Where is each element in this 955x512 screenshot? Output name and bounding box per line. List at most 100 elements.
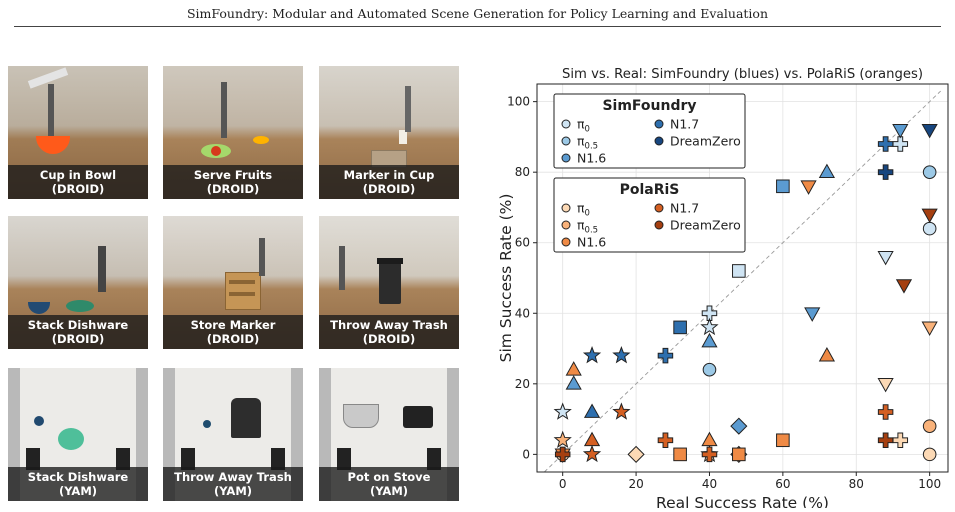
task-platform: (YAM): [58, 484, 98, 498]
data-point-triangle-down: [895, 279, 913, 294]
data-point-triangle-up: [565, 361, 582, 376]
task-caption: Store Marker(DROID): [163, 315, 303, 349]
plot-frame: [536, 83, 949, 473]
task-caption: Stack Dishware(DROID): [8, 315, 148, 349]
data-point-square: [673, 320, 687, 335]
task-tile-droid-trash: Throw Away Trash(DROID): [319, 216, 459, 349]
data-point-triangle-down: [921, 123, 938, 139]
data-point-plus: [701, 305, 718, 322]
task-name: Stack Dishware: [27, 318, 129, 332]
data-point-square: [732, 264, 746, 278]
legend-marker: [561, 203, 571, 213]
header-rule: [14, 26, 941, 27]
legend-marker: [561, 136, 571, 146]
task-caption: Cup in Bowl(DROID): [8, 165, 148, 199]
legend-label: DreamZero: [670, 134, 741, 149]
data-point-plus: [701, 446, 718, 463]
legend-label: N1.6: [577, 151, 606, 166]
task-tile-droid-store-marker: Store Marker(DROID): [163, 216, 303, 349]
y-tick-label: 20: [515, 377, 530, 391]
paper-title: SimFoundry: Modular and Automated Scene …: [186, 6, 769, 21]
data-point-plus: [877, 432, 894, 448]
task-caption: Throw Away Trash(DROID): [319, 315, 459, 349]
sim-vs-real-chart: Sim vs. Real: SimFoundry (blues) vs. Pol…: [495, 62, 950, 508]
task-platform: (DROID): [206, 332, 260, 346]
task-tile-droid-dishware: Stack Dishware(DROID): [8, 216, 148, 349]
data-point-circle: [922, 221, 937, 236]
legend-label: DreamZero: [670, 218, 741, 233]
task-platform: (DROID): [206, 182, 260, 196]
data-point-triangle-up: [701, 332, 718, 348]
data-point-square: [673, 447, 687, 462]
legend-box: [553, 177, 746, 253]
legend-label: N1.7: [670, 117, 699, 132]
data-point-star: [700, 317, 719, 336]
data-point-star: [582, 345, 602, 364]
legend-marker: [561, 153, 571, 163]
legend-marker: [654, 203, 664, 213]
data-point-triangle-down: [804, 307, 821, 322]
task-tile-droid-cup-bowl: Cup in Bowl(DROID): [8, 66, 148, 199]
x-tick-label: 100: [918, 477, 941, 491]
task-tile-yam-dishware: Stack Dishware(YAM): [8, 368, 148, 501]
data-point-triangle-down: [892, 123, 909, 139]
task-platform: (DROID): [51, 182, 105, 196]
x-tick-label: 80: [849, 477, 864, 491]
data-point-square: [776, 179, 790, 194]
x-tick-label: 40: [702, 477, 717, 491]
task-name: Cup in Bowl: [39, 168, 117, 182]
legend-label: N1.6: [577, 235, 606, 250]
data-point-circle: [702, 362, 717, 377]
task-caption: Stack Dishware(YAM): [8, 467, 148, 501]
legend-marker: [654, 136, 664, 146]
task-caption: Marker in Cup(DROID): [319, 165, 459, 199]
data-point-triangle-up: [818, 163, 836, 179]
data-point-triangle-down: [921, 208, 938, 224]
data-point-circle: [922, 447, 937, 462]
y-axis-label: Sim Success Rate (%): [497, 194, 515, 363]
data-point-plus: [657, 347, 674, 364]
legend-marker: [654, 220, 664, 230]
y-tick-label: 60: [515, 236, 530, 250]
task-name: Stack Dishware: [27, 470, 129, 484]
paper-header: SimFoundry: Modular and Automated Scene …: [0, 0, 955, 30]
data-point-diamond: [730, 417, 748, 435]
data-point-plus: [877, 136, 894, 152]
y-tick-label: 0: [522, 447, 530, 461]
task-tile-droid-marker-cup: Marker in Cup(DROID): [319, 66, 459, 199]
legend-title: SimFoundry: [602, 98, 696, 114]
x-axis-label: Real Success Rate (%): [656, 494, 829, 508]
data-point-triangle-down: [921, 321, 938, 336]
legend-title: PolaRiS: [620, 182, 680, 198]
data-point-triangle-up: [701, 431, 718, 447]
data-point-triangle-down: [877, 377, 894, 393]
task-platform: (DROID): [362, 332, 416, 346]
data-point-plus: [877, 164, 894, 180]
task-name: Marker in Cup: [343, 168, 435, 182]
task-platform: (YAM): [369, 484, 409, 498]
x-tick-label: 0: [559, 477, 567, 491]
data-point-plus: [877, 404, 894, 420]
data-point-triangle-up: [565, 375, 582, 390]
identity-diagonal: [544, 90, 941, 473]
data-point-star: [612, 345, 631, 364]
data-point-star: [553, 402, 572, 420]
data-point-triangle-down: [877, 250, 894, 266]
task-name: Pot on Stove: [347, 470, 431, 484]
data-point-star: [582, 444, 602, 463]
y-tick-label: 100: [507, 95, 530, 109]
task-tile-droid-fruits: Serve Fruits(DROID): [163, 66, 303, 199]
legend-label: N1.7: [670, 201, 699, 216]
data-point-diamond: [627, 445, 645, 463]
task-image-grid: Cup in Bowl(DROID)Serve Fruits(DROID)Mar…: [8, 66, 466, 504]
data-point-circle: [922, 165, 937, 179]
task-caption: Serve Fruits(DROID): [163, 165, 303, 199]
chart-title: Sim vs. Real: SimFoundry (blues) vs. Pol…: [562, 67, 923, 82]
task-platform: (YAM): [213, 484, 253, 498]
legend-box: [553, 93, 746, 169]
task-caption: Throw Away Trash(YAM): [163, 467, 303, 501]
legend-marker: [654, 119, 664, 129]
task-name: Store Marker: [190, 318, 276, 332]
x-tick-label: 60: [775, 477, 790, 491]
data-point-plus: [657, 432, 674, 448]
